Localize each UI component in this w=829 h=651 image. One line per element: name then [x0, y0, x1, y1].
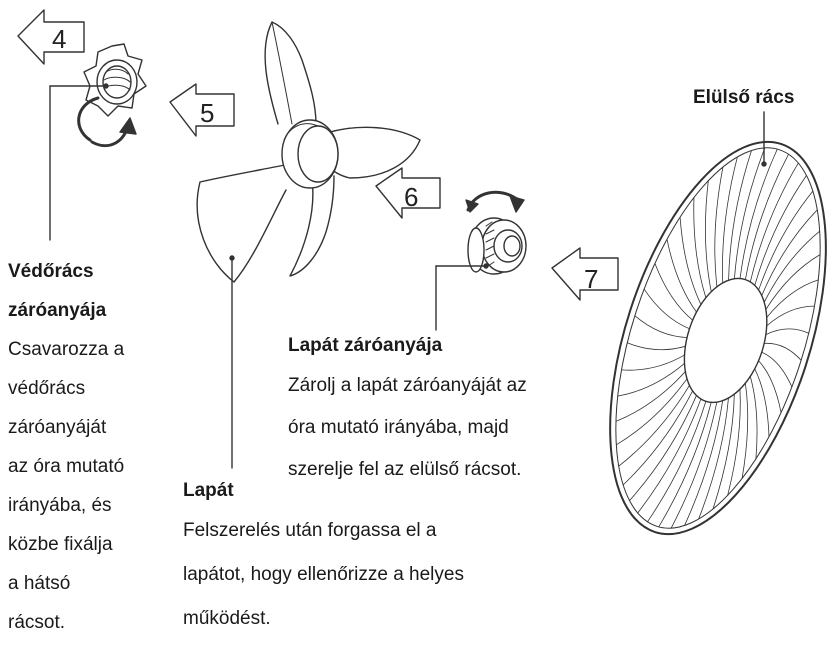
guard-nut-desc-line: közbe fixálja [8, 535, 113, 554]
blade-nut-desc-line: Zárolj a lapát záróanyáját az [288, 376, 527, 395]
guard-nut-desc-line: irányába, és [8, 496, 112, 515]
fan-blade [197, 22, 420, 468]
step-arrow-7: 7 [552, 248, 618, 300]
arrow-4-number: 4 [52, 24, 66, 54]
blade-desc-line: működést. [183, 609, 271, 628]
front-grille-label: Elülső rács [693, 88, 794, 107]
front-grille [567, 116, 829, 561]
blade-desc-line: Felszerelés után forgassa el a [183, 521, 436, 540]
blade-lock-nut [436, 192, 526, 330]
guard-nut-desc-line: rácsot. [8, 613, 65, 632]
guard-nut-desc-line: védőrács [8, 379, 85, 398]
step-arrow-4: 4 [18, 10, 84, 64]
arrow-6-number: 6 [404, 182, 418, 212]
guard-nut-desc-line: a hátsó [8, 574, 70, 593]
arrow-7-number: 7 [584, 264, 598, 294]
step-arrow-6: 6 [376, 168, 440, 218]
guard-nut-title-line-2: záróanyája [8, 301, 106, 320]
blade-nut-desc-line: szerelje fel az elülső rácsot. [288, 460, 521, 479]
guard-nut-desc-line: záróanyáját [8, 418, 106, 437]
guard-lock-nut [50, 44, 146, 240]
blade-nut-title: Lapát záróanyája [288, 336, 442, 355]
blade-desc-line: lapátot, hogy ellenőrizze a helyes [183, 565, 464, 584]
blade-title: Lapát [183, 481, 234, 500]
guard-nut-title-line-1: Védőrács [8, 262, 94, 281]
blade-nut-desc-line: óra mutató irányába, majd [288, 418, 509, 437]
guard-nut-desc-line: az óra mutató [8, 457, 124, 476]
arrow-5-number: 5 [200, 98, 214, 128]
step-arrow-5: 5 [170, 84, 234, 136]
guard-nut-desc-line: Csavarozza a [8, 340, 124, 359]
